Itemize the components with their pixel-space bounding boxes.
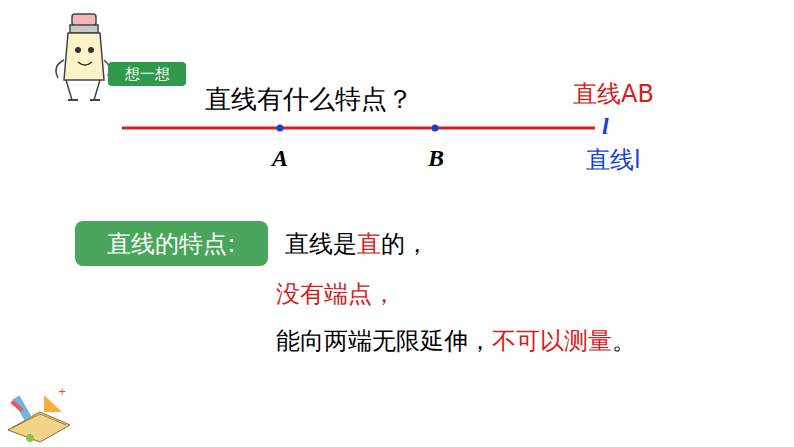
node-text: 直线的特点: [107, 228, 235, 260]
feature-text: 的， [381, 230, 429, 258]
feature-line: 没有端点， [276, 280, 396, 309]
pencil-mascot [56, 14, 109, 100]
line-name: 直线AB [573, 80, 654, 109]
node-text: 想一想 [125, 65, 170, 84]
point-label: A [272, 144, 288, 173]
feature-text: 能向两端无限延伸， [276, 327, 492, 355]
feature-text: 不可以测量 [492, 327, 612, 355]
point-b [432, 125, 439, 132]
feature-text: 直线是 [285, 230, 357, 258]
think-tag: 想一想 [108, 62, 186, 86]
feature-line: 能向两端无限延伸，不可以测量。 [276, 327, 636, 356]
feature-line: 直线是直的， [285, 230, 429, 259]
feature-text: 没有端点， [276, 280, 396, 308]
slide-title: 直线有什么特点？ [205, 84, 413, 115]
point-a [277, 125, 284, 132]
stationery-icon: + [8, 386, 70, 442]
feature-box: 直线的特点: [75, 221, 268, 266]
feature-text: 直 [357, 230, 381, 258]
feature-text: 。 [612, 327, 636, 355]
svg-text:+: + [58, 386, 66, 397]
line-name: 直线l [586, 146, 641, 175]
point-label: B [428, 144, 444, 173]
line-letter: l [602, 112, 609, 141]
straight-line [122, 127, 595, 130]
